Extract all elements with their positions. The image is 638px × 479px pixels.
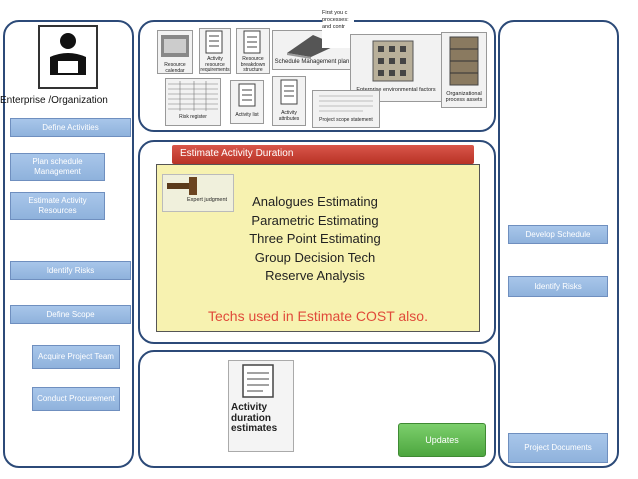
conduct-procurement-button[interactable]: Conduct Procurement [32,387,120,411]
develop-schedule-button[interactable]: Develop Schedule [508,225,608,244]
activity-duration-estimates-document: Activity duration estimates [228,360,294,452]
technique-analogous: Analogues Estimating [252,194,378,209]
risk-register-thumbnail: Risk register [165,78,221,126]
enterprise-label: Enterprise /Organization [0,95,108,106]
partial-instructions-text: First you c processes: and contr [322,10,354,48]
activity-list-thumbnail: Activity list [230,80,264,124]
process-header: Estimate Activity Duration [172,145,474,164]
plan-schedule-management-button[interactable]: Plan schedule Management [10,153,105,181]
expert-judgment-label: Expert judgment [187,197,228,203]
technique-parametric: Parametric Estimating [251,212,379,228]
identify-risks-right-button[interactable]: Identify Risks [508,276,608,297]
activity-duration-estimates-label: Activity duration estimates [231,402,278,434]
estimate-activity-resources-button[interactable]: Estimate Activity Resources [10,192,105,220]
define-activities-button[interactable]: Define Activities [10,118,131,137]
resource-calendar-thumbnail: Resource calendar [157,30,193,74]
technique-group-decision: Group Decision Tech [254,249,376,265]
document-icon [242,364,274,398]
organizational-process-assets-thumbnail: Organizational process assets [441,32,487,108]
updates-button[interactable]: Updates [398,423,486,457]
estimate-cost-note: Techs used in Estimate COST also. [208,308,428,324]
activity-resource-requirements-thumbnail: Activity resource requirements [199,28,231,74]
acquire-project-team-button[interactable]: Acquire Project Team [32,345,120,369]
define-scope-button[interactable]: Define Scope [10,305,131,324]
project-documents-button[interactable]: Project Documents [508,433,608,463]
activity-attributes-thumbnail: Activity attributes [272,76,306,126]
project-scope-statement-thumbnail: Project scope statement [312,90,380,128]
resource-breakdown-structure-thumbnail: Resource breakdown structure [236,28,270,74]
technique-reserve-analysis: Reserve Analysis [265,268,365,283]
identify-risks-left-button[interactable]: Identify Risks [10,261,131,280]
technique-three-point: Three Point Estimating [249,231,381,246]
right-panel [498,20,619,468]
expert-judgment-image: Expert judgment [162,174,234,212]
techniques-list: Analogues Estimating Parametric Estimati… [190,193,440,286]
enterprise-icon [38,25,98,89]
